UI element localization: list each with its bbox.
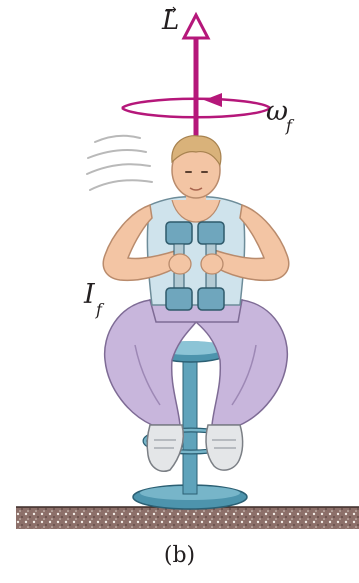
angular-velocity-label: ω <box>266 96 288 127</box>
person-torso <box>147 197 244 305</box>
motion-lines-icon <box>87 136 152 190</box>
figure-caption: (b) <box>0 543 359 568</box>
floor <box>16 507 359 529</box>
moment-of-inertia-subscript: f <box>96 300 102 319</box>
rotation-arrowhead <box>204 93 222 107</box>
person-head <box>172 136 221 204</box>
vector-arrow-icon <box>184 15 208 148</box>
angular-momentum-label: L <box>162 6 179 36</box>
angular-velocity-subscript: f <box>286 116 292 135</box>
moment-of-inertia-label: I <box>84 279 95 310</box>
